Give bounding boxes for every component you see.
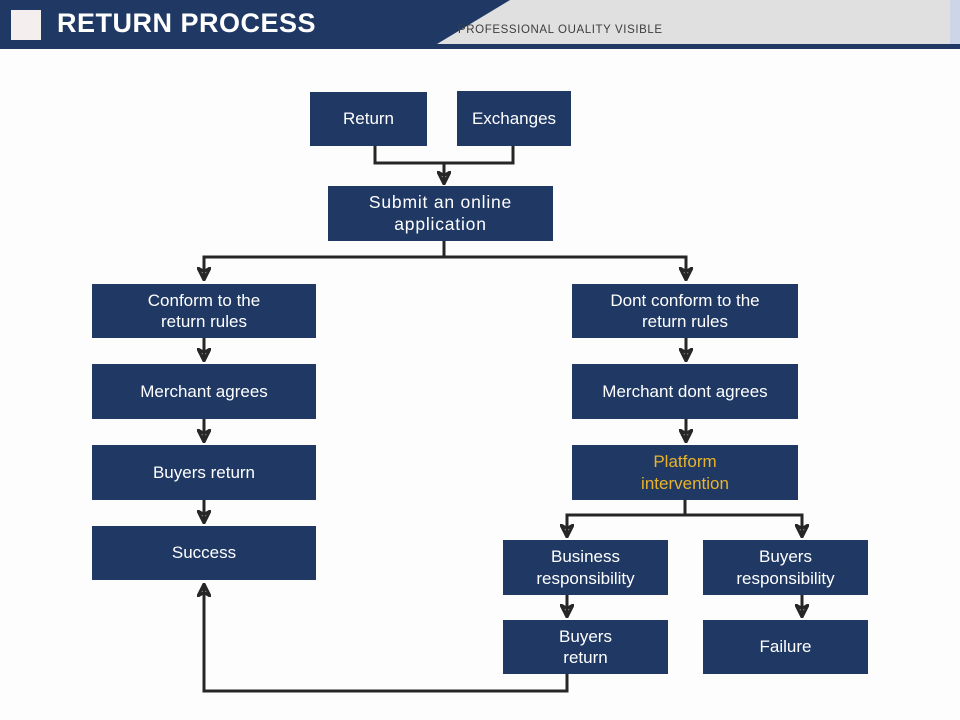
header-banner [437,0,960,44]
header-tagline: PROFESSIONAL OUALITY VISIBLE [458,24,663,36]
flow-node-label: Failure [759,637,812,657]
page-title: RETURN PROCESS [57,8,317,38]
connector-platform-split-right [685,513,802,536]
connector-split-left [204,255,444,279]
header-bar: RETURN PROCESS PROFESSIONAL OUALITY VISI… [0,0,960,49]
flow-node-label: Business responsibility [536,547,635,588]
flow-node-label: Conform to the return rules [147,290,261,331]
flow-node-merchant-agrees: Merchant agrees [92,364,316,419]
flow-node-label: Success [171,543,237,563]
flow-node-label: Buyers return [559,626,612,667]
flow-node-label: Return [342,109,395,129]
flow-node-label: Buyers responsibility [736,547,835,588]
header-banner-edge [950,0,960,44]
flow-node-business-responsibility: Business responsibility [503,540,668,595]
connector-feedback-to-success [204,585,569,693]
connector-exchanges-merge [444,146,515,165]
flow-node-failure: Failure [703,620,868,674]
flow-node-label: Platform intervention [641,452,729,493]
flow-node-dont-conform-rules: Dont conform to the return rules [572,284,798,338]
flow-node-platform-intervention: Platform intervention [572,445,798,500]
flow-node-merchant-dont-agrees: Merchant dont agrees [572,364,798,419]
flow-node-label: Submit an online application [368,191,513,234]
flow-node-label: Exchanges [471,108,557,128]
accent-square-icon [11,10,41,40]
flow-node-exchanges: Exchanges [457,91,571,146]
flow-node-buyers-responsibility: Buyers responsibility [703,540,868,595]
flow-node-label: Merchant agrees [140,381,268,401]
connector-split-right [444,255,686,279]
flow-node-buyers-return-2: Buyers return [503,620,668,674]
flow-node-label: Dont conform to the return rules [610,290,760,331]
flow-node-submit-application: Submit an online application [328,186,553,241]
flow-node-conform-rules: Conform to the return rules [92,284,316,338]
flow-node-buyers-return: Buyers return [92,445,316,500]
flow-node-return: Return [310,92,427,146]
connector-platform-split-left [567,513,685,536]
flow-node-success: Success [92,526,316,580]
flow-node-label: Buyers return [152,462,256,482]
connector-return-merge [373,146,444,165]
flow-node-label: Merchant dont agrees [602,381,768,401]
